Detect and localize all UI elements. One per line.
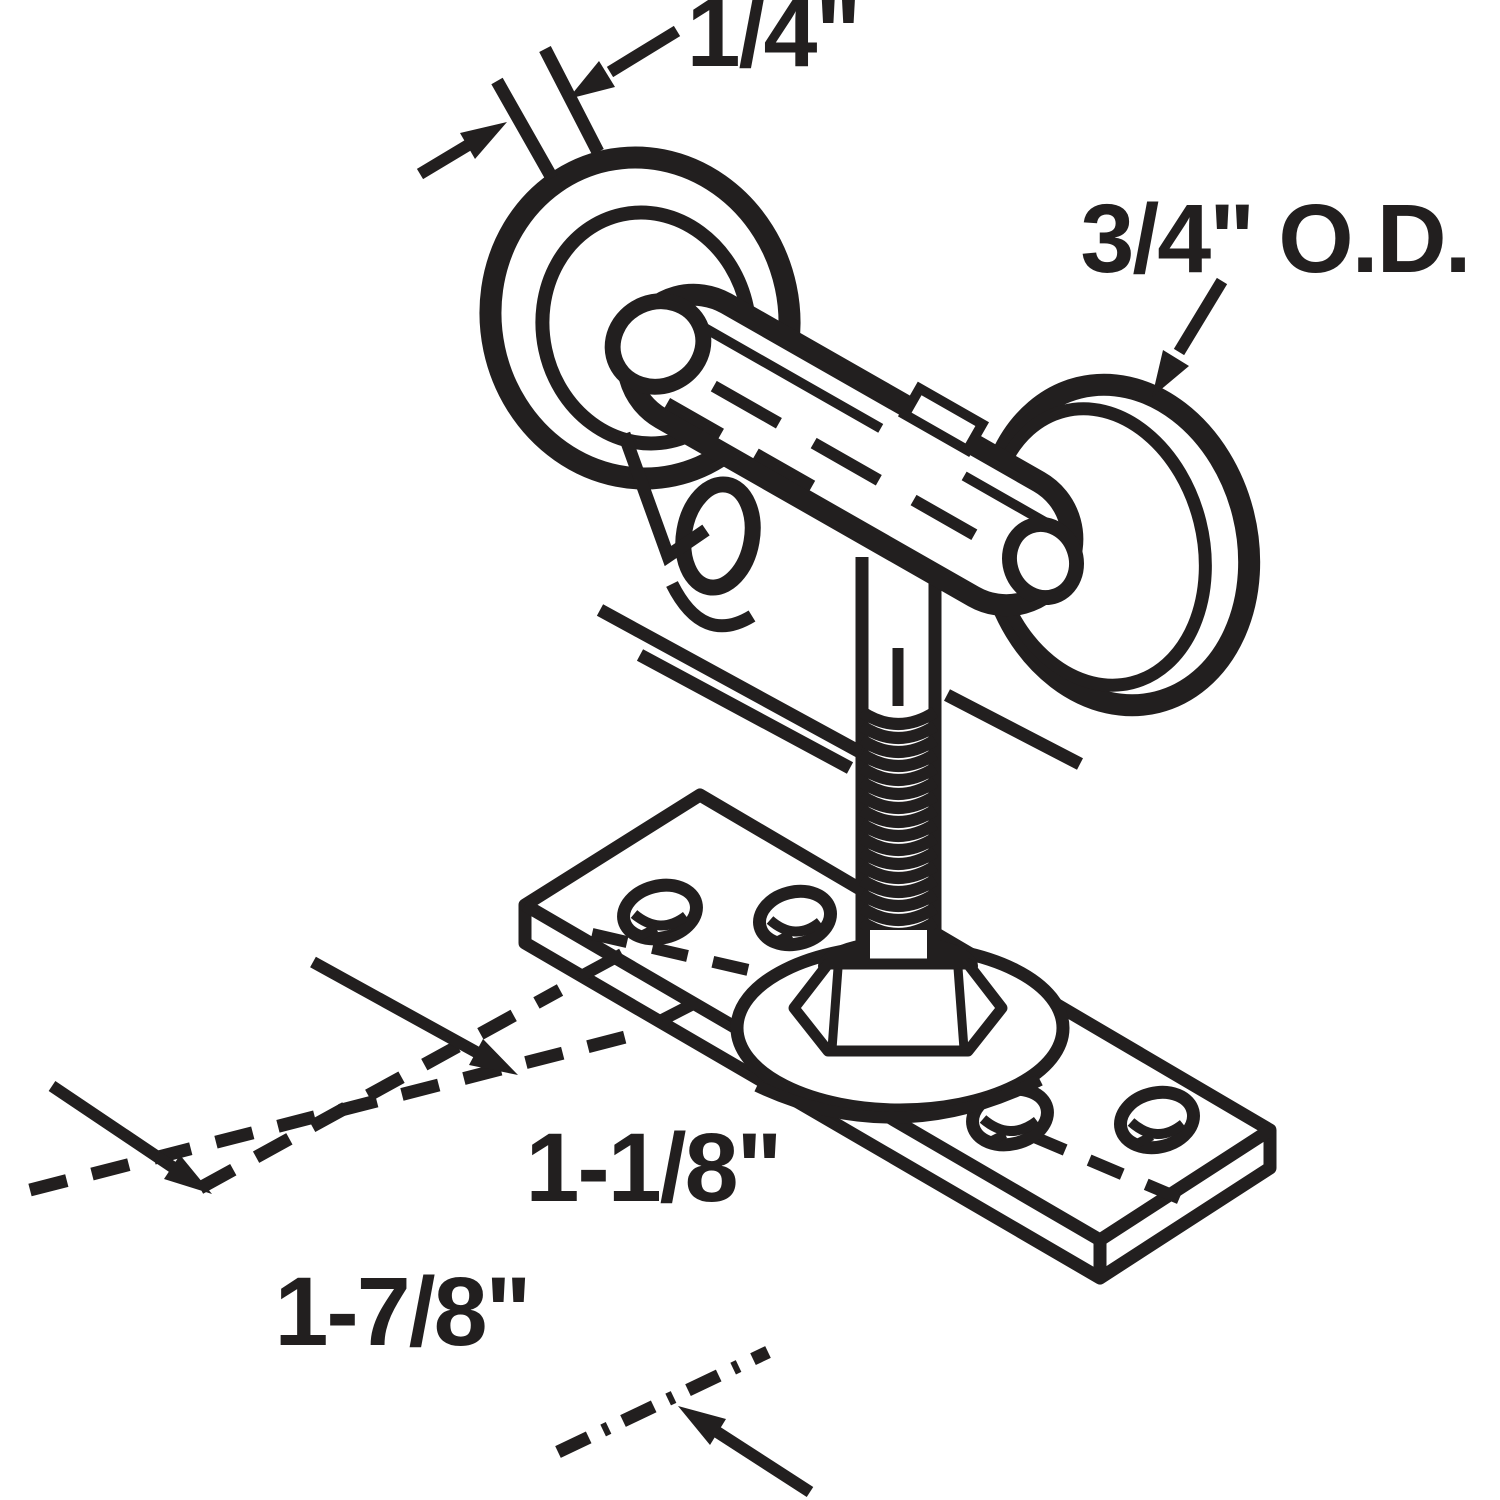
threaded-stem xyxy=(855,555,942,985)
arrow-head xyxy=(164,1155,212,1194)
recess-shadow-arc xyxy=(754,1074,1043,1124)
axle-hole-left xyxy=(604,293,712,395)
hanger-bracket xyxy=(596,283,1084,774)
dashed-line-lower xyxy=(28,1025,647,1197)
leader-arrows-left xyxy=(48,956,814,1498)
arrow-head xyxy=(568,61,615,99)
axle-hole-right xyxy=(1002,516,1084,606)
arrow-shaft xyxy=(48,1081,178,1173)
arrow-head xyxy=(469,1039,518,1075)
screw-hole xyxy=(753,884,837,952)
arrow-shaft xyxy=(1173,277,1228,356)
bracket-rear-edges xyxy=(596,604,1083,774)
dimension-outer-diameter: 3/4" O.D. xyxy=(1080,184,1472,397)
arrow-head xyxy=(460,122,507,159)
plate-centerline-right xyxy=(1029,1130,1210,1216)
nut-body xyxy=(788,958,1008,1057)
arrow-head xyxy=(1152,350,1189,397)
label-wheel-width: 1/4" xyxy=(687,0,860,87)
screw-hole xyxy=(1114,1085,1200,1155)
label-outer-diameter: 3/4" O.D. xyxy=(1080,184,1469,293)
label-spacing-inner: 1-1/8" xyxy=(525,1113,780,1222)
bracket-tail xyxy=(617,431,710,567)
pivot-rivet xyxy=(675,476,761,596)
arrow-head xyxy=(678,1406,726,1445)
bracket-bend-dashes xyxy=(664,380,978,540)
arrow-shaft xyxy=(710,1424,814,1498)
label-spacing-outer: 1-7/8" xyxy=(274,1257,529,1366)
arrow-shaft xyxy=(606,25,681,78)
screw-hole xyxy=(617,878,703,946)
dimension-quarter-inch: 1/4" xyxy=(416,0,861,182)
reference-dashed-lines xyxy=(28,984,771,1458)
rivet-shadow-arc xyxy=(666,580,756,633)
dashed-line-upper xyxy=(196,984,564,1194)
dashed-line-bottom xyxy=(555,1346,771,1458)
dashed-crossing-ticks xyxy=(582,948,700,1026)
nut-facets xyxy=(827,967,969,1050)
arrow-shaft xyxy=(310,956,481,1059)
hex-nut xyxy=(788,930,1008,1057)
plate-edges xyxy=(521,899,1274,1278)
dimension-ticks xyxy=(491,46,604,182)
arrow-shaft xyxy=(416,138,474,180)
bracket-tab xyxy=(897,381,990,457)
plate-centerline-left xyxy=(590,928,759,978)
